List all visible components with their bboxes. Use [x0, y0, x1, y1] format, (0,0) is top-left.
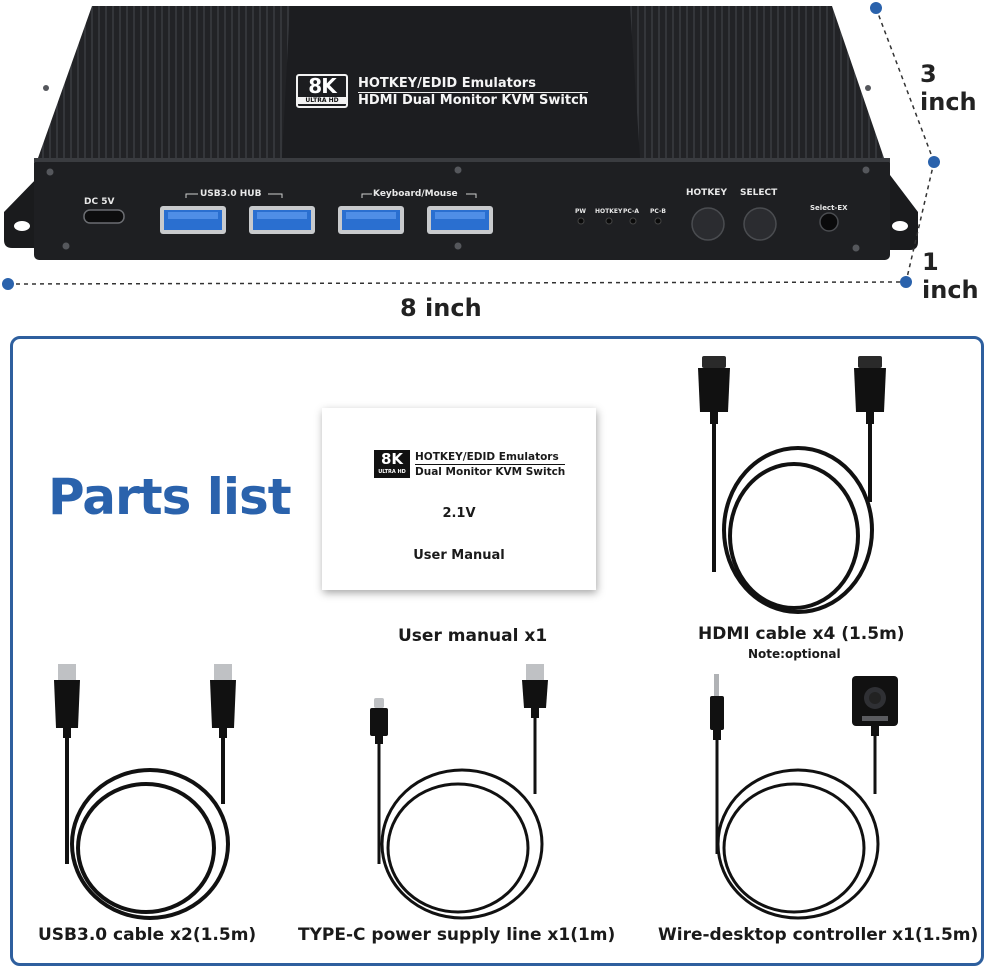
desktop-controller-illustration — [710, 674, 898, 920]
hdmi-cable-caption: HDMI cable x4 (1.5m) — [698, 624, 905, 644]
pc-a-led-label: PC-A — [623, 208, 640, 215]
8k-badge: 8K ULTRA HD — [296, 74, 348, 108]
device-title-line1: HOTKEY/EDID Emulators — [358, 76, 536, 91]
dimension-marker — [2, 278, 14, 290]
manual-badge-8k-text: 8K — [380, 450, 404, 468]
badge-ultrahd-text: ULTRA HD — [298, 97, 346, 104]
manual-title-line2: Dual Monitor KVM Switch — [415, 464, 566, 478]
pc-b-led-label: PC-B — [650, 208, 667, 215]
desktop-controller-caption: Wire-desktop controller x1(1.5m) — [658, 925, 979, 945]
usb-cable-illustration — [54, 664, 236, 920]
manual-title-line1: HOTKEY/EDID Emulators — [415, 451, 559, 463]
user-manual-caption: User manual x1 — [398, 626, 548, 646]
usb-hub-label: USB3.0 HUB — [200, 189, 262, 199]
manual-title: HOTKEY/EDID Emulators Dual Monitor KVM S… — [415, 450, 566, 479]
hotkey-led-label: HOTKEY — [595, 208, 623, 215]
hdmi-cable-note: Note:optional — [748, 647, 841, 661]
dimension-marker — [870, 2, 882, 14]
kvm-switch-illustration — [2, 2, 940, 290]
device-title-line2: HDMI Dual Monitor KVM Switch — [358, 92, 589, 108]
dimension-marker — [900, 276, 912, 288]
select-button-label: SELECT — [740, 188, 778, 198]
keyboard-mouse-label: Keyboard/Mouse — [373, 189, 458, 199]
width-dimension: 8 inch — [400, 294, 482, 322]
user-manual-booklet: 8K ULTRA HD HOTKEY/EDID Emulators Dual M… — [322, 408, 596, 590]
usb-cable-caption: USB3.0 cable x2(1.5m) — [38, 925, 257, 945]
hdmi-cable-illustration — [698, 356, 886, 614]
manual-label: User Manual — [413, 548, 505, 563]
manual-badge-ultrahd-text: ULTRA HD — [378, 469, 406, 475]
manual-version: 2.1V — [442, 506, 476, 521]
device-title: HOTKEY/EDID Emulators HDMI Dual Monitor … — [358, 76, 589, 108]
select-ex-label: Select-EX — [810, 204, 848, 212]
dc-port-label: DC 5V — [84, 197, 115, 207]
hotkey-button-label: HOTKEY — [686, 188, 727, 198]
kvm-switch-product: 8K ULTRA HD HOTKEY/EDID Emulators HDMI D… — [0, 0, 1000, 330]
parts-list-title: Parts list — [48, 468, 292, 526]
depth-dimension: 1 inch — [922, 248, 979, 304]
dimension-marker — [928, 156, 940, 168]
type-c-cable-caption: TYPE-C power supply line x1(1m) — [298, 925, 616, 945]
type-c-cable-illustration — [370, 664, 548, 920]
badge-8k-text: 8K — [308, 74, 336, 98]
pw-led-label: PW — [575, 208, 587, 215]
manual-8k-badge: 8K ULTRA HD — [374, 450, 410, 478]
height-dimension: 3 inch — [920, 60, 977, 116]
